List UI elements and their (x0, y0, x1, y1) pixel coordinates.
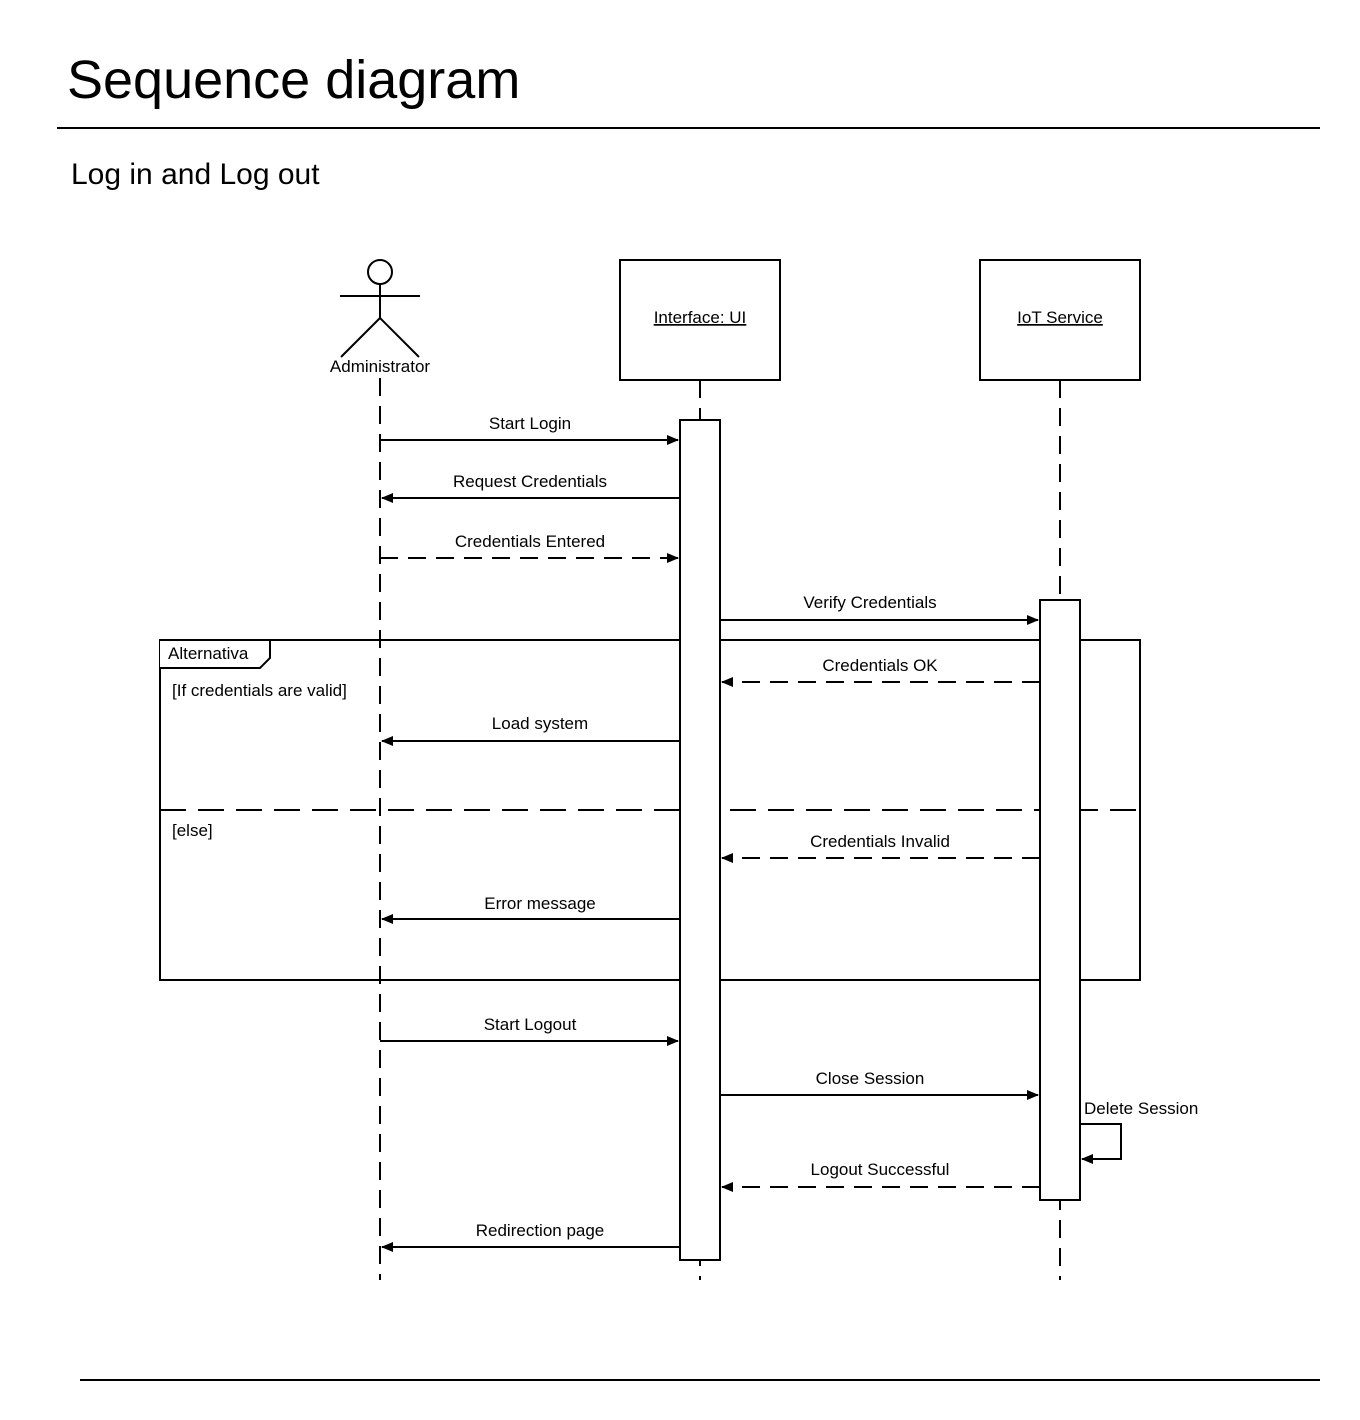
actor-left-leg (340, 317, 381, 358)
actor-administrator (340, 259, 420, 358)
participant-service-label: IoT Service (1017, 308, 1103, 327)
msg-credentials-invalid-label: Credentials Invalid (810, 832, 950, 851)
alt-guard-valid: [If credentials are valid] (172, 681, 347, 700)
alt-guard-else: [else] (172, 821, 213, 840)
msg-verify-credentials-label: Verify Credentials (803, 593, 936, 612)
diagram-subtitle: Log in and Log out (71, 158, 320, 191)
msg-delete-session-label: Delete Session (1084, 1099, 1198, 1118)
msg-request-credentials-label: Request Credentials (453, 472, 607, 491)
activation-service (1039, 599, 1081, 1201)
msg-load-system-label: Load system (492, 714, 588, 733)
participant-ui-box (619, 259, 781, 381)
msg-credentials-entered-label: Credentials Entered (455, 532, 605, 551)
msg-close-session-label: Close Session (816, 1069, 925, 1088)
msg-redirection-page-label: Redirection page (476, 1221, 605, 1240)
alt-fragment-tab (160, 639, 271, 669)
msg-delete-session-arrow (1080, 1123, 1122, 1164)
alt-fragment-label: Alternativa (168, 644, 249, 663)
msg-start-login-label: Start Login (489, 414, 571, 433)
msg-logout-successful-label: Logout Successful (811, 1160, 950, 1179)
actor-label: Administrator (330, 357, 430, 376)
actor-head (367, 259, 393, 285)
actor-right-leg (379, 317, 420, 358)
participant-ui-label: Interface: UI (654, 308, 747, 327)
activation-ui (679, 419, 721, 1261)
msg-error-message-label: Error message (484, 894, 595, 913)
page-title: Sequence diagram (67, 50, 521, 110)
msg-credentials-ok-label: Credentials OK (822, 656, 938, 675)
participant-service-box (979, 259, 1141, 381)
msg-start-logout-label: Start Logout (484, 1015, 577, 1034)
